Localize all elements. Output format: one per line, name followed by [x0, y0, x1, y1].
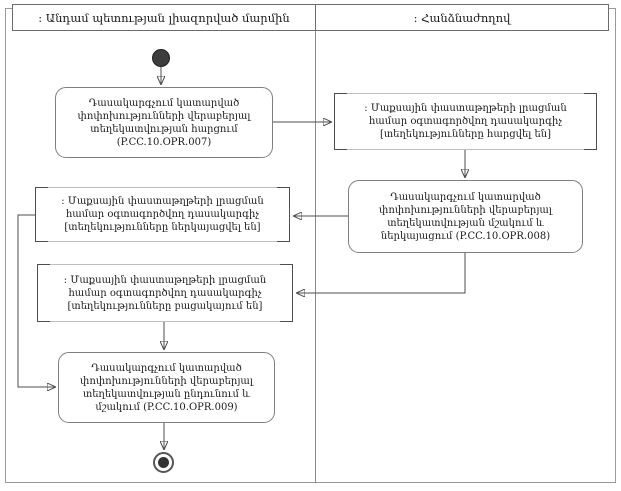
swimlane-header-commission: : Հանձնաժողով: [315, 4, 609, 31]
object-label: : Մաքսային փաստաթղթերի լրացման համար օգտ…: [63, 274, 267, 312]
object-label: : Մաքսային փաստաթղթերի լրացման համար օգտ…: [364, 103, 567, 140]
swimlane-title: : Հանձնաժողով: [413, 10, 511, 25]
swimlane-header-member-state: : Անդամ պետության լիազորված մարմին: [12, 4, 316, 31]
activity-final-node-core: [158, 457, 169, 468]
action-opr-009: Դասակարգչում կատարված փոփոխությունների վ…: [58, 352, 275, 423]
action-label: Դասակարգչում կատարված փոփոխությունների վ…: [379, 191, 552, 242]
object-classifier-absent: : Մաքսային փաստաթղթերի լրացման համար օգտ…: [37, 264, 293, 322]
object-label: : Մաքսային փաստաթղթերի լրացման համար օգտ…: [61, 196, 264, 233]
swimlane-title: : Անդամ պետության լիազորված մարմին: [38, 10, 290, 25]
initial-node: [152, 49, 170, 67]
object-classifier-submitted: : Մաքսային փաստաթղթերի լրացման համար օգտ…: [35, 187, 290, 242]
swimlane-divider: [315, 8, 316, 483]
action-label: Դասակարգչում կատարված փոփոխությունների վ…: [77, 97, 251, 148]
action-label: Դասակարգչում կատարված փոփոխությունների վ…: [80, 362, 253, 413]
activity-final-node: [153, 452, 174, 473]
object-classifier-requested: : Մաքսային փաստաթղթերի լրացման համար օգտ…: [334, 93, 597, 150]
action-opr-007: Դասակարգչում կատարված փոփոխությունների վ…: [55, 87, 273, 158]
action-opr-008: Դասակարգչում կատարված փոփոխությունների վ…: [348, 180, 583, 253]
